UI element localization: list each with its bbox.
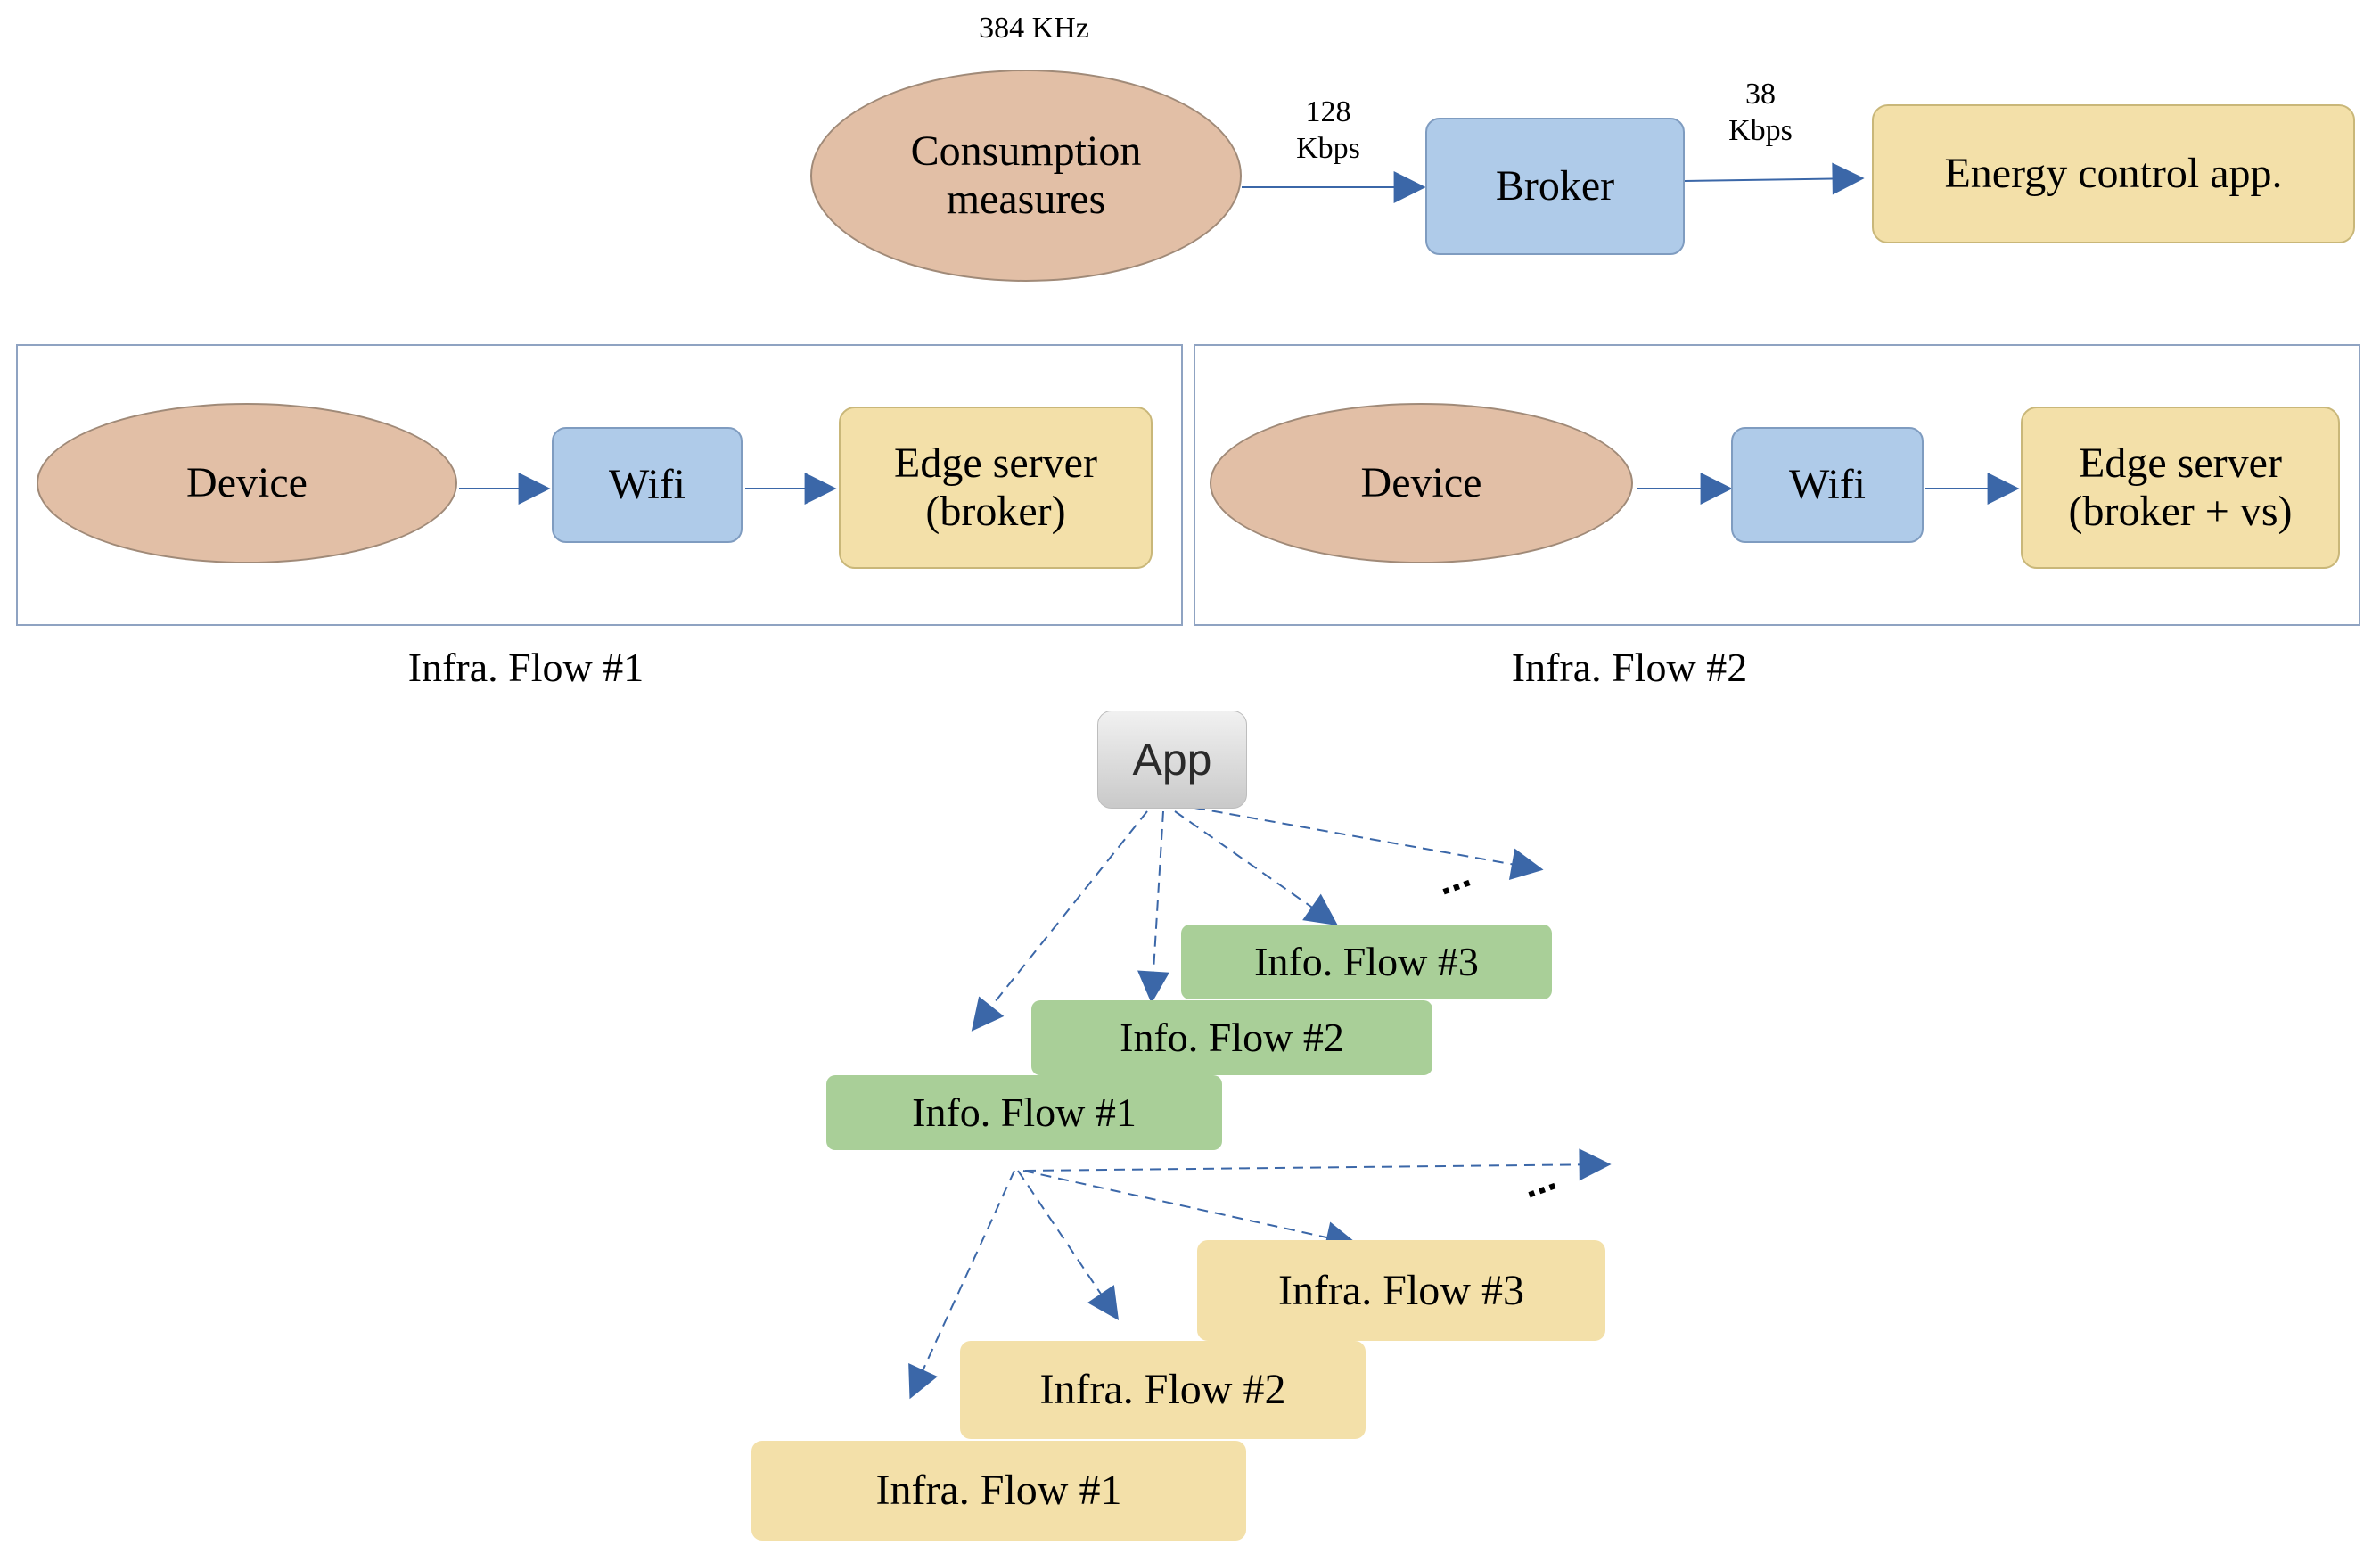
device-node-1: Device [37, 403, 457, 563]
info-flow-3-box: Info. Flow #3 [1181, 925, 1552, 999]
consumption-line-1: Consumption [910, 127, 1142, 176]
dashed-arrow-info-to-infra-3 [1022, 1170, 1358, 1254]
device-node-2: Device [1210, 403, 1633, 563]
rate-38-value: 38 [1745, 78, 1776, 111]
frequency-label: 384 KHz [979, 12, 1089, 45]
infra-flow-1-caption: Infra. Flow #1 [407, 645, 644, 690]
dashed-arrow-info-to-infra-1 [908, 1170, 1015, 1400]
consumption-line-2: measures [946, 176, 1106, 223]
edge-server-1-line-2: (broker) [925, 488, 1066, 535]
infra-flow-2-panel [1194, 344, 2360, 626]
infra-flow-1-box: Infra. Flow #1 [751, 1441, 1246, 1541]
edge-server-1-line-1: Edge server [894, 440, 1097, 488]
arrow-broker-to-app [1684, 162, 1865, 195]
dashed-arrow-app-to-more [1194, 807, 1544, 881]
rate-label-38: 38 Kbps [1716, 77, 1805, 150]
edge-server-node-2: Edge server (broker + vs) [2021, 407, 2340, 569]
edge-server-2-line-2: (broker + vs) [2068, 488, 2293, 535]
edge-server-node-1: Edge server (broker) [839, 407, 1153, 569]
energy-control-app-node: Energy control app. [1872, 104, 2355, 243]
rate-label-128: 128 Kbps [1284, 95, 1373, 168]
dashed-arrow-info-to-infra-2 [1017, 1170, 1120, 1320]
infra-flow-3-box: Infra. Flow #3 [1197, 1240, 1605, 1341]
edge-server-2-line-1: Edge server [2079, 440, 2282, 488]
app-button[interactable]: App [1097, 711, 1247, 809]
rate-128-unit: Kbps [1296, 131, 1360, 165]
info-flow-2-box: Info. Flow #2 [1031, 1000, 1432, 1075]
dashed-arrow-info-to-more [1024, 1148, 1612, 1181]
consumption-measures-node: Consumption measures [810, 70, 1242, 282]
wifi-node-2: Wifi [1731, 427, 1924, 543]
infra-flow-2-caption: Infra. Flow #2 [1511, 645, 1748, 690]
dashed-arrow-app-to-info-1 [971, 810, 1148, 1032]
broker-node: Broker [1425, 118, 1685, 255]
infra-flow-2-box: Infra. Flow #2 [960, 1341, 1366, 1439]
dashed-arrow-app-to-info-2 [1137, 810, 1169, 1004]
rate-128-value: 128 [1305, 95, 1351, 128]
info-flow-1-box: Info. Flow #1 [826, 1075, 1222, 1150]
infra-flow-1-panel [16, 344, 1183, 626]
dashed-arrow-app-to-info-3 [1174, 810, 1338, 926]
wifi-node-1: Wifi [552, 427, 743, 543]
rate-38-unit: Kbps [1728, 113, 1793, 147]
